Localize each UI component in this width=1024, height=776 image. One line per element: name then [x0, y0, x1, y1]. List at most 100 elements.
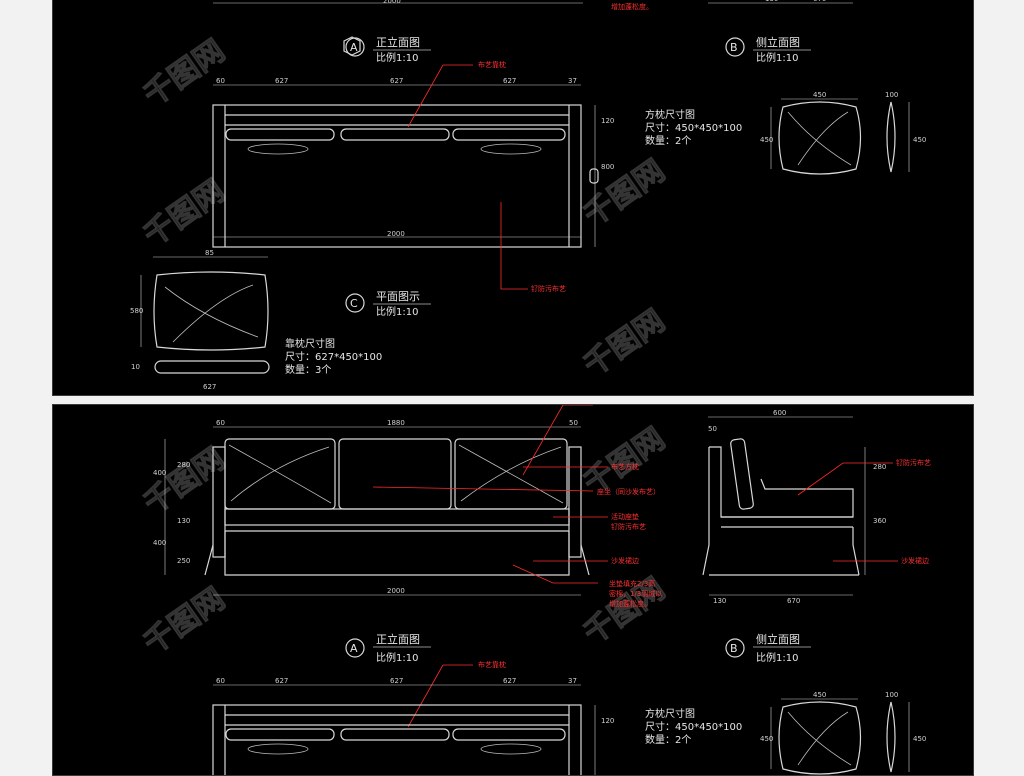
- annotation-label: 钌防污布艺: [896, 458, 931, 467]
- spec-size: 尺寸：450*450*100: [645, 720, 742, 733]
- annotation-label: 布艺方枕: [611, 462, 639, 471]
- watermark: 千图网: [578, 303, 672, 383]
- spec-size: 尺寸：627*450*100: [285, 350, 382, 363]
- title-plan-view: C 平面图示 比例1:10: [345, 290, 431, 318]
- dim-text: 37: [568, 77, 577, 85]
- view-scale: 比例1:10: [376, 51, 418, 64]
- annotation-label: 布艺靠枕: [478, 660, 506, 669]
- dim-text: 450: [913, 136, 926, 144]
- square-pillow-spec-repeat: 方枕尺寸图 尺寸：450*450*100 数量：2个 450 450 100 4…: [645, 691, 926, 775]
- title-side-view: B 侧立面图 比例1:10: [725, 35, 811, 64]
- dim-text: 400: [153, 469, 166, 477]
- dim-text: 580: [130, 307, 143, 315]
- view-title: 正立面图: [376, 632, 420, 646]
- dim-text: 10: [131, 363, 140, 371]
- dim-text: 800: [601, 163, 614, 171]
- spec-title: 方枕尺寸图: [645, 707, 695, 720]
- dim-text: 60: [216, 77, 225, 85]
- dim-text: 100: [885, 691, 898, 699]
- spec-title: 靠枕尺寸图: [285, 337, 335, 350]
- view-marker-a: A: [350, 642, 358, 655]
- view-scale: 比例1:10: [756, 651, 798, 664]
- view-title: 侧立面图: [756, 632, 800, 646]
- dim-text: 450: [913, 735, 926, 743]
- cad-drawing-sheet-top: 千图网 千图网 千图网 千图网 2000 130 670 增加蓬松度。 A 正立…: [52, 0, 974, 396]
- view-scale: 比例1:10: [756, 51, 798, 64]
- title-front-view: A 正立面图 比例1:10: [343, 35, 431, 64]
- dim-text: 60: [216, 677, 225, 685]
- dim-text: 450: [760, 735, 773, 743]
- dim-text: 280: [177, 461, 190, 469]
- watermark: 千图网: [138, 33, 232, 113]
- view-scale: 比例1:10: [376, 305, 418, 318]
- annotation-label: 钌防污布艺: [611, 522, 646, 531]
- dim-text: 627: [275, 77, 288, 85]
- square-pillow-spec: 方枕尺寸图 尺寸：450*450*100 数量：2个 450 450 100 4…: [645, 91, 926, 175]
- sofa-front-elevation: 60 1880 50 2000 400 400 280 130 250 布艺方枕…: [153, 405, 662, 608]
- spec-title: 方枕尺寸图: [645, 108, 695, 121]
- spec-size: 尺寸：450*450*100: [645, 121, 742, 134]
- dim-text: 1880: [387, 419, 405, 427]
- dim-text: 450: [813, 91, 826, 99]
- sofa-plan-drawing-repeat: 布艺靠枕 60 627 627 627 37 120: [212, 660, 614, 775]
- dim-text: 280: [873, 463, 886, 471]
- watermark: 千图网: [578, 153, 672, 233]
- spec-qty: 数量：2个: [645, 733, 691, 746]
- back-pillow-plan: 85 580 10 627: [130, 249, 270, 391]
- view-marker-a: A: [350, 41, 358, 54]
- dim-text: 400: [153, 539, 166, 547]
- dim-text: 120: [601, 117, 614, 125]
- dim-text: 627: [275, 677, 288, 685]
- dim-text: 60: [216, 419, 225, 427]
- dim-text: 2000: [387, 230, 405, 238]
- dim-text: 627: [390, 77, 403, 85]
- dim-text: 2000: [383, 0, 401, 5]
- annotation-note: 增加蓬松度。: [611, 2, 653, 11]
- sofa-side-elevation: 600 50 280 360 钌防污布艺 沙发裙边 130 670: [702, 409, 931, 605]
- title-side-view: B 侧立面图 比例1:10: [725, 632, 811, 664]
- dim-text: 627: [503, 677, 516, 685]
- dim-text: 250: [177, 557, 190, 565]
- view-title: 侧立面图: [756, 35, 800, 49]
- annotation-label: 活动座垫: [611, 512, 639, 521]
- dim-text: 360: [873, 517, 886, 525]
- dim-text: 600: [773, 409, 786, 417]
- view-marker-b: B: [730, 642, 738, 655]
- watermark-group: 千图网 千图网 千图网 千图网: [137, 421, 672, 662]
- view-title: 正立面图: [376, 35, 420, 49]
- watermark: 千图网: [138, 581, 232, 661]
- annotation-label: 座坐（同沙发布艺）: [597, 487, 660, 496]
- annotation-note: 增加蓬松度。: [609, 599, 651, 608]
- dim-text: 130: [177, 517, 190, 525]
- view-marker-b: B: [730, 41, 738, 54]
- dim-text: 627: [203, 383, 216, 391]
- annotation-label: 沙发裙边: [901, 556, 929, 565]
- dim-text: 85: [205, 249, 214, 257]
- annotation-note: 密棉，1/3羽绒以: [609, 589, 662, 598]
- dim-text: 2000: [387, 587, 405, 595]
- annotation-label: 沙发裙边: [611, 556, 639, 565]
- dim-text: 50: [708, 425, 717, 433]
- spec-qty: 数量：2个: [645, 134, 691, 147]
- dim-text: 120: [601, 717, 614, 725]
- dim-text: 130: [713, 597, 726, 605]
- title-front-view: A 正立面图 比例1:10: [345, 632, 431, 664]
- watermark-group: 千图网 千图网 千图网 千图网: [137, 33, 672, 384]
- view-scale: 比例1:10: [376, 651, 418, 664]
- dim-text: 670: [787, 597, 800, 605]
- annotation-note: 坐垫填充2/3高: [609, 579, 655, 588]
- dim-text: 37: [568, 677, 577, 685]
- dim-text: 50: [569, 419, 578, 427]
- sofa-plan-drawing: 60 627 627 627 37 2000 120 800 布艺靠枕 钌防污布…: [212, 60, 614, 293]
- dim-text: 627: [390, 677, 403, 685]
- cad-drawing-sheet-bottom: 千图网 千图网 千图网 千图网 60 1880 50 2000 400 400 …: [52, 404, 974, 776]
- dim-text: 100: [885, 91, 898, 99]
- watermark: 千图网: [138, 173, 232, 253]
- watermark: 千图网: [138, 441, 232, 521]
- dim-text: 450: [813, 691, 826, 699]
- back-pillow-spec: 靠枕尺寸图 尺寸：627*450*100 数量：3个: [285, 337, 382, 376]
- dim-text: 627: [503, 77, 516, 85]
- dim-text: 670: [813, 0, 826, 3]
- spec-qty: 数量：3个: [285, 363, 331, 376]
- view-marker-c: C: [350, 297, 358, 310]
